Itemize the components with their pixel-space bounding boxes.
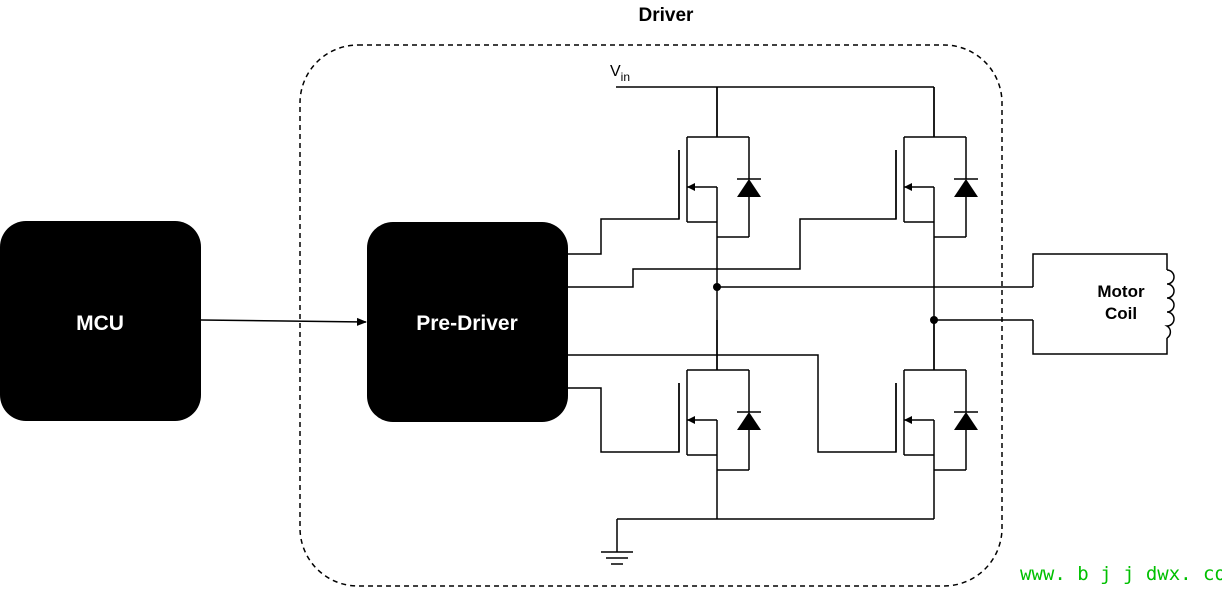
- gate-wires: [568, 150, 897, 453]
- mcu-block: [0, 221, 201, 421]
- driver-title: Driver: [639, 5, 695, 26]
- vin-label: Vin: [610, 63, 630, 84]
- predriver-block: [367, 222, 568, 422]
- motor-coil: [1032, 253, 1175, 355]
- mosfet-high-left: [678, 87, 761, 238]
- ground-icon: [601, 519, 633, 565]
- mcu-to-predriver-arrow: [200, 317, 367, 326]
- junction-left: [713, 283, 721, 291]
- mosfet-low-left: [678, 320, 761, 471]
- mcu-label: MCU: [76, 312, 124, 335]
- motor-coil-label-line2: Coil: [1105, 304, 1137, 323]
- mosfet-low-right: [895, 320, 978, 471]
- motor-coil-label-line1: Motor: [1097, 282, 1145, 301]
- predriver-label: Pre-Driver: [416, 312, 518, 335]
- driver-boundary: [299, 44, 1003, 587]
- junction-right: [930, 316, 938, 324]
- mosfet-high-right: [895, 87, 978, 238]
- watermark-text: www. b j j dwx. com: [1020, 563, 1222, 585]
